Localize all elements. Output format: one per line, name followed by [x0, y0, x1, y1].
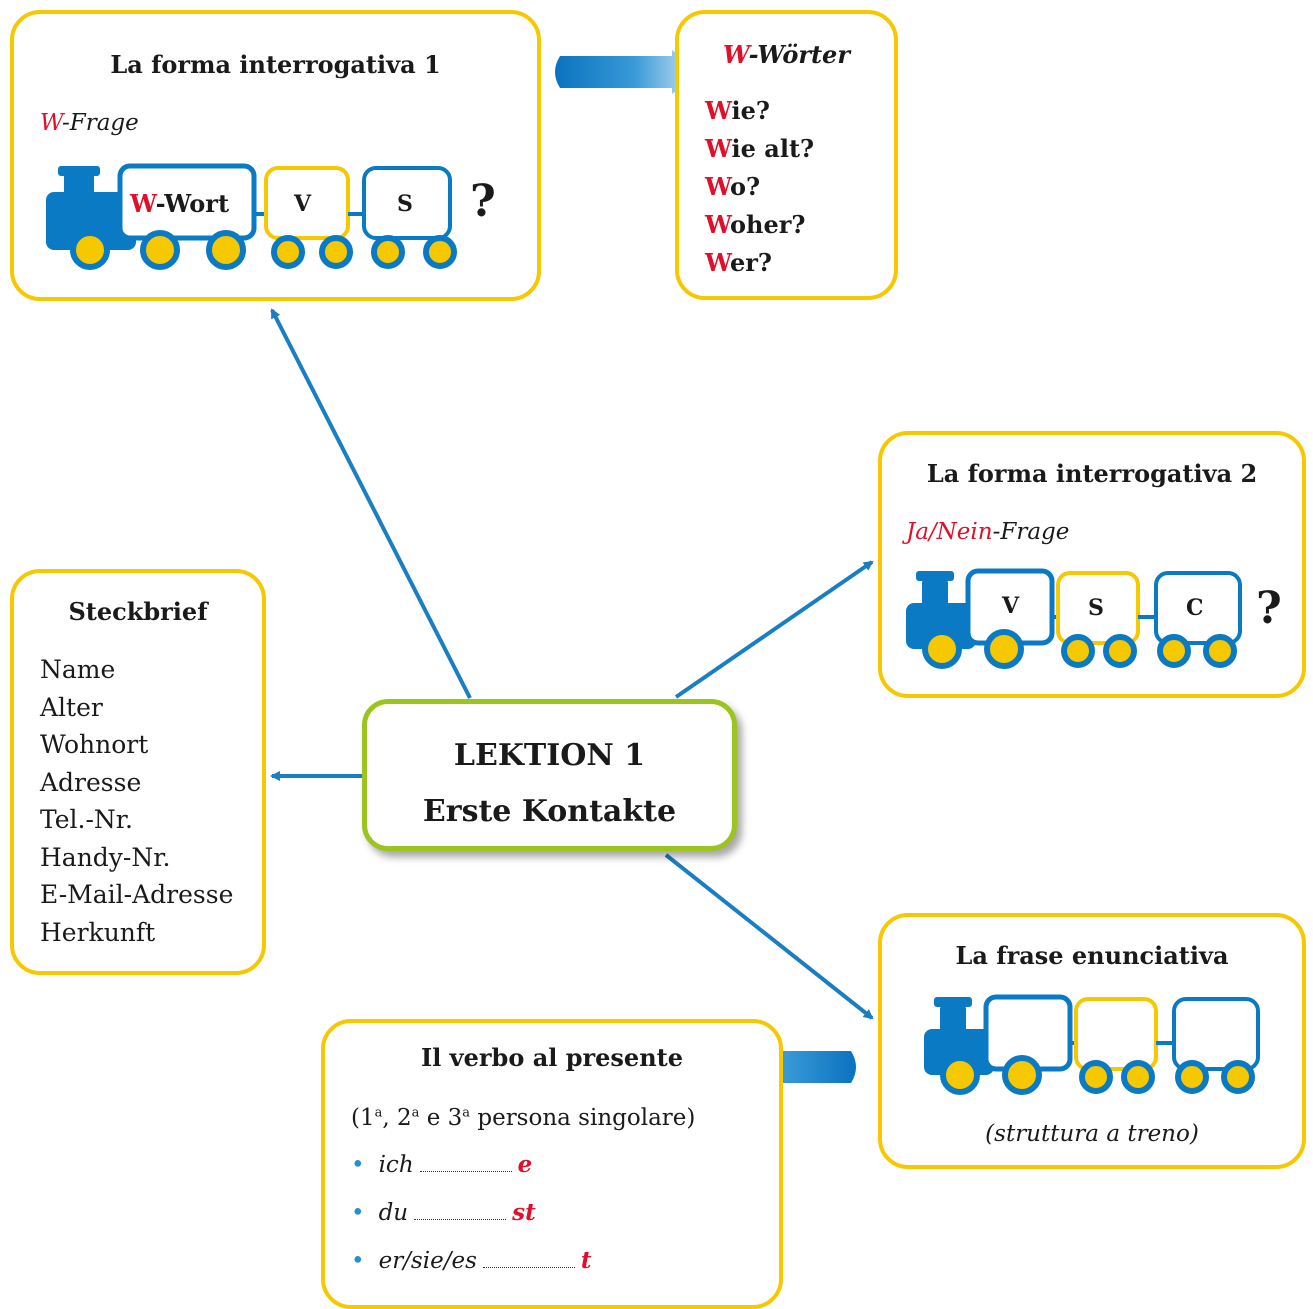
question-mark: ? [1256, 583, 1282, 634]
blank-line [419, 1151, 512, 1172]
interrogativa1-subtitle: W-Frage [40, 110, 139, 136]
steckbrief-list: Name Alter Wohnort Adresse Tel.-Nr. Hand… [40, 651, 233, 951]
blank-line [414, 1199, 507, 1220]
w-words-title: W-Wörter [723, 40, 850, 69]
interrogativa1-title: La forma interrogativa 1 [110, 50, 441, 79]
train1-label-v: V [294, 191, 312, 217]
center-line2: Erste Kontakte [422, 794, 677, 829]
steckbrief-item: Wohnort [40, 730, 149, 759]
train1-label-s: S [397, 191, 413, 217]
steckbrief-item: Herkunft [40, 917, 156, 947]
enunciativa-caption: (struttura a treno) [985, 1121, 1199, 1147]
steckbrief-item: Adresse [40, 767, 142, 797]
steckbrief-item: Name [40, 655, 116, 684]
verbo-subtitle: (1a, 2a e 3a persona singolare) [351, 1105, 696, 1131]
center-line1: LEKTION 1 [453, 738, 646, 773]
arrow-to-interrogativa1 [270, 308, 472, 699]
train2-label-c: C [1186, 595, 1204, 621]
arrow-to-interrogativa2 [674, 560, 874, 699]
steckbrief-item: Alter [40, 692, 103, 722]
interrogativa2-subtitle: Ja/Nein-Frage [906, 519, 1070, 545]
interrogativa2-card: La forma interrogativa 2 Ja/Nein-Frage V… [878, 431, 1306, 698]
blank-line [482, 1247, 575, 1268]
steckbrief-card: Steckbrief Name Alter Wohnort Adresse Te… [10, 569, 266, 975]
verbo-card: Il verbo al presente (1a, 2a e 3a person… [321, 1019, 783, 1309]
question-mark: ? [470, 176, 496, 227]
w-word-item: Wie? [705, 96, 770, 125]
steckbrief-item: Handy-Nr. [40, 842, 171, 872]
verbo-title: Il verbo al presente [420, 1043, 683, 1072]
train2-label-s: S [1088, 595, 1104, 621]
interrogativa2-title: La forma interrogativa 2 [926, 459, 1258, 488]
enunciativa-title: La frase enunciativa [955, 941, 1229, 970]
w-word-item: Wo? [705, 172, 761, 201]
interrogativa1-card: La forma interrogativa 1 W-Frage W-Wort … [10, 10, 541, 301]
train-interrogativa2 [906, 568, 1242, 669]
subtitle-rest: -Frage [61, 110, 139, 136]
center-lektion: LEKTION 1 Erste Kontakte [362, 699, 737, 851]
steckbrief-item: E-Mail-Adresse [40, 880, 234, 909]
w-word-item: Woher? [705, 210, 806, 239]
train2-label-v: V [1002, 593, 1020, 619]
steckbrief-title: Steckbrief [68, 597, 208, 626]
subtitle-red: W [40, 110, 62, 136]
train-interrogativa1 [46, 163, 457, 270]
fat-arrow-right [555, 50, 700, 94]
w-words-card: W-Wörter Wie? Wie alt? Wo? Woher? Wer? [675, 10, 898, 300]
train-enunciativa [924, 994, 1260, 1095]
train1-label-wwort: W-Wort [130, 189, 230, 218]
enunciativa-card: La frase enunciativa (struttura a treno) [878, 913, 1306, 1169]
steckbrief-item: Tel.-Nr. [40, 805, 133, 834]
w-word-item: Wie alt? [705, 134, 815, 163]
arrow-to-enunciativa [664, 853, 874, 1020]
w-words-list: Wie? Wie alt? Wo? Woher? Wer? [705, 92, 814, 282]
w-word-item: Wer? [705, 248, 772, 277]
